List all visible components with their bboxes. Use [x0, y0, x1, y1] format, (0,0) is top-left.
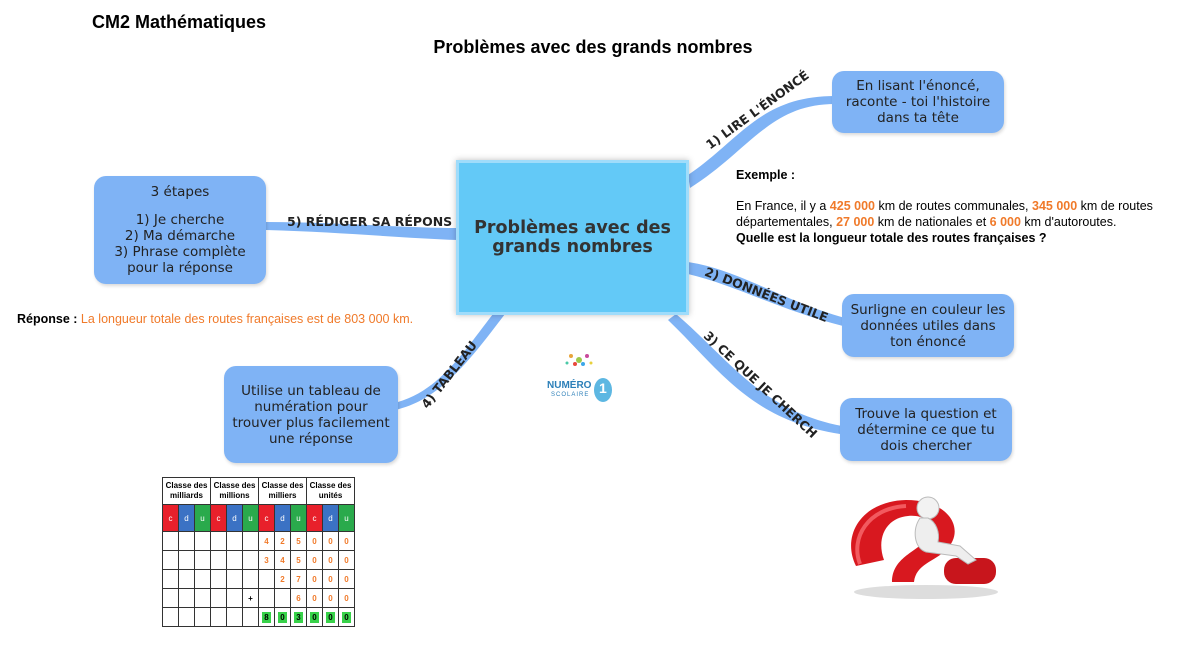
bubble-table: Utilise un tableau de numération pour tr…	[224, 366, 398, 463]
page-title: CM2 Mathématiques	[92, 12, 267, 32]
col-header: u	[290, 504, 307, 532]
question-mark-figure-icon	[851, 496, 998, 599]
logo-text: NUMÉRO	[547, 380, 592, 391]
col-header: u	[194, 504, 211, 532]
col-header: d	[322, 504, 339, 532]
col-header: c	[210, 504, 227, 532]
bubble-read-statement: En lisant l'énoncé, raconte - toi l'hist…	[832, 71, 1004, 133]
bubble-step-3: 3) Phrase complète pour la réponse	[114, 244, 246, 276]
answer-text: La longueur totale des routes françaises…	[80, 312, 414, 326]
example-heading: Exemple :	[736, 168, 796, 182]
table-class-row: Classe des milliards Classe des millions…	[162, 477, 355, 505]
logo-subtext: SCOLAIRE	[551, 392, 590, 398]
class-millions: Classe des millions	[210, 477, 259, 505]
example-question: Quelle est la longueur totale des routes…	[736, 231, 1047, 245]
bubble-useful-data: Surligne en couleur les données utiles d…	[842, 294, 1014, 357]
col-header: d	[226, 504, 243, 532]
branch-3-line	[668, 314, 842, 434]
bubble-step-1: 1) Je cherche	[135, 212, 225, 228]
bubble-step-2: 2) Ma démarche	[124, 228, 236, 244]
table-col-header-row: c d u c d u c d u c d u	[162, 504, 355, 532]
logo-number: 1	[599, 380, 607, 396]
branch-2-line	[688, 262, 845, 326]
col-header: c	[306, 504, 323, 532]
branch-5-label: 5) RÉDIGER SA RÉPONS	[287, 214, 453, 229]
numeration-table: Classe des milliards Classe des millions…	[162, 477, 355, 627]
bubble-steps-title: 3 étapes	[150, 184, 210, 200]
col-header: u	[242, 504, 259, 532]
logo-icon	[565, 354, 612, 402]
col-header: u	[338, 504, 355, 532]
col-header: d	[178, 504, 195, 532]
answer-label: Réponse :	[17, 312, 78, 326]
example-text: En France, il y a 425 000 km de routes c…	[736, 199, 1153, 229]
class-unites: Classe des unités	[306, 477, 355, 505]
col-header: d	[274, 504, 291, 532]
branch-5-line	[266, 222, 458, 240]
bubble-write-answer: 3 étapes 1) Je cherche 2) Ma démarche 3)…	[94, 176, 266, 284]
class-milliers: Classe des milliers	[258, 477, 307, 505]
branch-1-line	[688, 96, 835, 188]
col-header: c	[258, 504, 275, 532]
center-node: Problèmes avec des grands nombres	[456, 160, 689, 315]
bubble-what-i-search: Trouve la question et détermine ce que t…	[840, 398, 1012, 461]
branch-4-line	[395, 314, 505, 410]
page-subtitle: Problèmes avec des grands nombres	[433, 37, 753, 57]
answer-line: Réponse : La longueur totale des routes …	[17, 311, 413, 327]
numero1-logo: NUMÉRO 1 SCOLAIRE	[545, 350, 617, 408]
col-header: c	[162, 504, 179, 532]
class-milliards: Classe des milliards	[162, 477, 211, 505]
